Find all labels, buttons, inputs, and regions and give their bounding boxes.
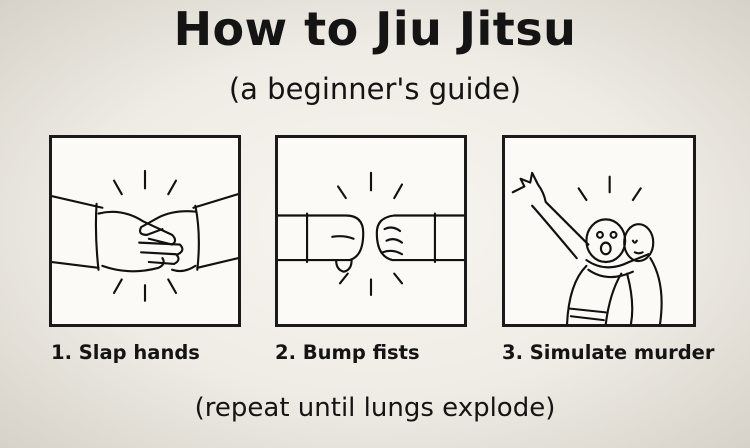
step-caption-3: 3. Simulate murder	[502, 341, 715, 364]
handshake-icon	[52, 169, 238, 302]
footer-note: (repeat until lungs explode)	[194, 393, 556, 423]
panel-slap-hands	[49, 135, 241, 327]
panel-bump-fists	[275, 135, 467, 327]
page-subtitle: (a beginner's guide)	[228, 72, 522, 106]
choke-hold-icon	[511, 171, 663, 324]
fist-bump-icon	[278, 171, 464, 297]
step-caption-2: 2. Bump fists	[275, 341, 420, 364]
page-title: How to Jiu Jitsu	[173, 2, 577, 56]
panel-simulate-murder	[502, 135, 696, 327]
step-caption-1: 1. Slap hands	[51, 341, 200, 364]
